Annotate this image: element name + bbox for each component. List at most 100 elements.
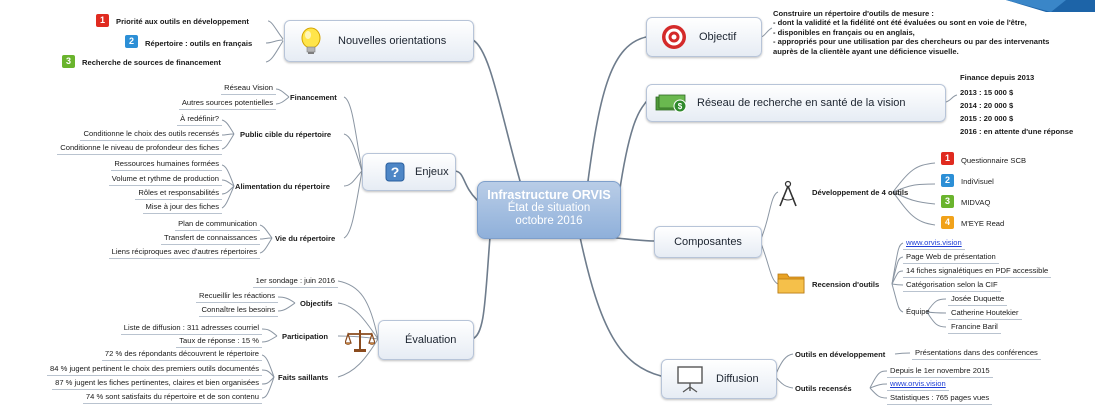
evaluation-item[interactable]: 72 % des répondants découvrent le répert…	[101, 349, 262, 361]
evaluation-item[interactable]: Taux de réponse : 15 %	[176, 336, 262, 348]
topic-diffusion[interactable]: Diffusion	[661, 359, 777, 399]
enjeux-item[interactable]: À redéfinir?	[177, 114, 222, 126]
evaluation-group-label[interactable]: Objectifs	[300, 299, 333, 308]
objectif-line: - dont la validité et la fidélité ont ét…	[773, 18, 1027, 28]
topic-title: Réseau de recherche en santé de la visio…	[697, 97, 906, 109]
enjeux-group-label[interactable]: Alimentation du répertoire	[235, 182, 330, 191]
branch-objectif	[587, 36, 647, 182]
svg-text:$: $	[678, 102, 683, 111]
number-badge-1: 1	[96, 14, 109, 27]
objectif-description: Construire un répertoire d'outils de mes…	[773, 9, 1049, 56]
orvis-link[interactable]: www.orvis.vision	[903, 238, 965, 250]
enjeux-group-label[interactable]: Financement	[290, 93, 337, 102]
enjeux-item[interactable]: Autres sources potentielles	[178, 98, 276, 110]
enjeux-group-label[interactable]: Vie du répertoire	[275, 234, 336, 243]
topic-title: Objectif	[699, 31, 737, 43]
enjeux-item[interactable]: Conditionne le choix des outils recensés	[80, 129, 222, 141]
topic-enjeux[interactable]: ? Enjeux	[362, 153, 456, 191]
orvis-link[interactable]: www.orvis.vision	[887, 379, 949, 391]
nouvelles-item[interactable]: Répertoire : outils en français	[145, 39, 253, 48]
topic-evaluation[interactable]: Évaluation	[345, 320, 474, 360]
composantes-dev-label[interactable]: Développement de 4 outils	[812, 188, 909, 197]
evaluation-group-label[interactable]: Faits saillants	[278, 373, 329, 382]
enjeux-item[interactable]: Conditionne le niveau de profondeur des …	[57, 143, 222, 155]
balance-scale-icon	[345, 330, 375, 352]
evaluation-item[interactable]: Liste de diffusion : 311 adresses courri…	[120, 323, 262, 335]
enjeux-item[interactable]: Mise à jour des fiches	[142, 202, 222, 214]
rec-item[interactable]: Page Web de présentation	[903, 252, 999, 264]
target-icon	[662, 25, 686, 49]
diffusion-item[interactable]: Depuis le 1er novembre 2015	[887, 366, 993, 378]
number-badge-4: 4	[941, 216, 954, 229]
branch-enjeux	[454, 170, 478, 201]
evaluation-first-survey[interactable]: 1er sondage : juin 2016	[252, 276, 338, 288]
topic-nouvelles-orientations[interactable]: Nouvelles orientations	[284, 20, 474, 62]
objectif-line: - disponibles en français ou en anglais,	[773, 27, 915, 37]
dev-tool-item[interactable]: IndiVisuel	[961, 177, 994, 186]
equipe-member[interactable]: Josée Duquette	[948, 294, 1008, 306]
composantes-rec-label[interactable]: Recension d'outils	[812, 280, 880, 289]
equipe-member[interactable]: Catherine Houtekier	[948, 308, 1022, 320]
enjeux-item[interactable]: Réseau Vision	[221, 83, 276, 95]
dev-tool-item[interactable]: MIDVAQ	[961, 198, 991, 207]
topic-title: Nouvelles orientations	[338, 35, 447, 47]
enjeux-item[interactable]: Volume et rythme de production	[108, 174, 222, 186]
compass-icon	[779, 180, 797, 207]
topic-composantes[interactable]: Composantes	[654, 226, 762, 258]
objectif-line: - appropriés pour une utilisation par de…	[773, 37, 1050, 47]
dev-tool-item[interactable]: M'EYE Read	[961, 219, 1005, 228]
evaluation-item[interactable]: Connaître les besoins	[198, 305, 278, 317]
enjeux-item[interactable]: Plan de communication	[175, 219, 260, 231]
number-badge-3: 3	[941, 195, 954, 208]
evaluation-item[interactable]: Recueillir les réactions	[196, 291, 278, 303]
evaluation-item[interactable]: 74 % sont satisfaits du répertoire et de…	[82, 392, 262, 404]
enjeux-item[interactable]: Ressources humaines formées	[111, 159, 222, 171]
number-badge-1: 1	[941, 152, 954, 165]
enjeux-item[interactable]: Transfert de connaissances	[160, 233, 260, 245]
evaluation-item[interactable]: 87 % jugent les fiches pertinentes, clai…	[52, 378, 262, 390]
diffusion-group-label[interactable]: Outils recensés	[795, 384, 852, 393]
nouvelles-item[interactable]: Priorité aux outils en développement	[116, 17, 249, 26]
central-node[interactable]: Infrastructure ORVIS État de situation o…	[477, 181, 621, 239]
reseau-line: 2013 : 15 000 $	[960, 88, 1014, 97]
enjeux-item[interactable]: Liens réciproques avec d'autres répertoi…	[108, 247, 260, 259]
evaluation-group-label[interactable]: Participation	[282, 332, 328, 341]
equipe-label[interactable]: Équipe	[906, 307, 930, 316]
central-date: octobre 2016	[515, 215, 583, 227]
rec-item[interactable]: Catégorisation selon la CIF	[903, 280, 1001, 292]
lightbulb-icon	[301, 27, 321, 54]
topic-title: Enjeux	[415, 166, 449, 178]
objectif-line: auprès de la clientèle ayant une déficie…	[773, 46, 959, 56]
reseau-line: 2014 : 20 000 $	[960, 101, 1014, 110]
reseau-line: 2015 : 20 000 $	[960, 114, 1014, 123]
topic-title: Évaluation	[405, 334, 457, 346]
diffusion-group-label[interactable]: Outils en développement	[795, 350, 886, 359]
money-icon: $	[655, 94, 687, 113]
central-subtitle: État de situation	[507, 202, 591, 214]
corner-decoration	[1006, 0, 1095, 12]
branch-reseau	[618, 101, 647, 196]
topic-title: Composantes	[674, 236, 742, 248]
nouvelles-item[interactable]: Recherche de sources de financement	[82, 58, 221, 67]
branch-nouvelles	[472, 39, 521, 182]
branch-diffusion	[579, 236, 662, 377]
diffusion-item[interactable]: Présentations dans des conférences	[912, 348, 1041, 360]
dev-tool-item[interactable]: Questionnaire SCB	[961, 156, 1027, 165]
topic-reseau-recherche[interactable]: $ Réseau de recherche en santé de la vis…	[646, 84, 946, 122]
topic-title: Diffusion	[716, 373, 759, 385]
rec-item[interactable]: 14 fiches signalétiques en PDF accessibl…	[903, 266, 1052, 278]
objectif-line: Construire un répertoire d'outils de mes…	[773, 9, 934, 18]
folder-icon	[777, 273, 805, 294]
enjeux-group-label[interactable]: Public cible du répertoire	[240, 130, 332, 139]
topic-objectif[interactable]: Objectif	[646, 17, 762, 57]
central-title: Infrastructure ORVIS	[487, 188, 611, 202]
equipe-member[interactable]: Francine Baril	[948, 322, 1001, 334]
number-badge-2: 2	[125, 35, 138, 48]
evaluation-item[interactable]: 84 % jugent pertinent le choix des premi…	[47, 364, 262, 376]
presentation-board-icon	[677, 366, 703, 393]
branch-evaluation	[471, 236, 491, 340]
diffusion-item[interactable]: Statistiques : 765 pages vues	[887, 393, 993, 405]
enjeux-item[interactable]: Rôles et responsabilités	[135, 188, 222, 200]
svg-text:?: ?	[391, 164, 400, 180]
